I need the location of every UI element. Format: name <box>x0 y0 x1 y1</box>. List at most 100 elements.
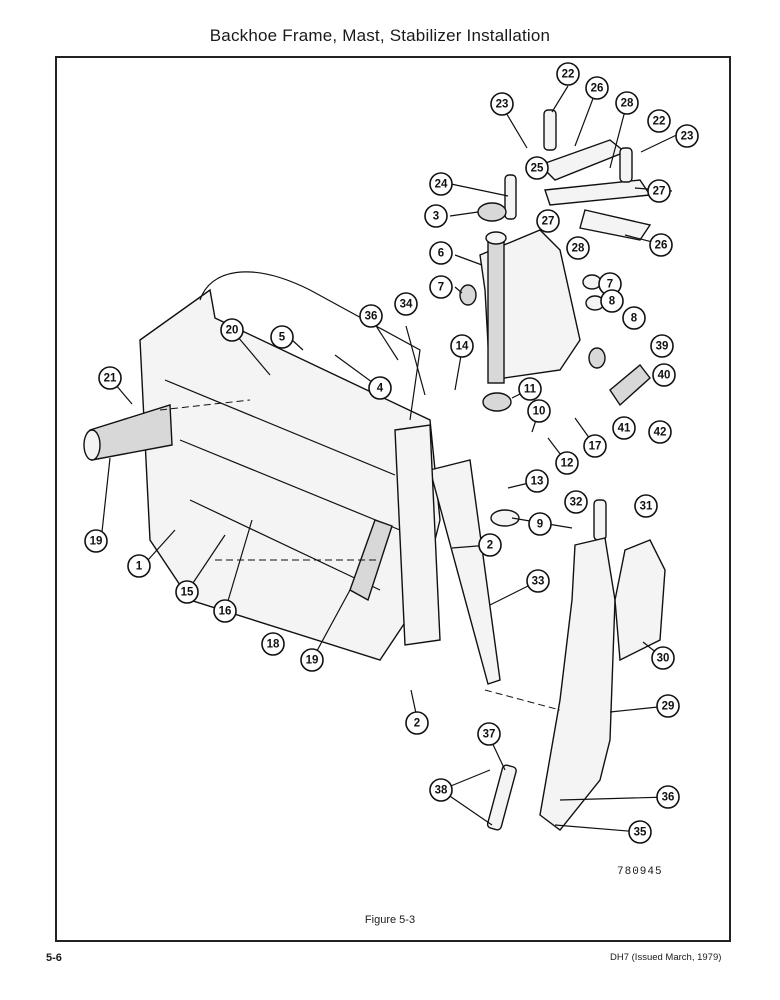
mast-post <box>487 237 505 384</box>
callout-label: 1 <box>136 561 143 573</box>
callout-6: 6 <box>429 241 453 265</box>
callout-label: 16 <box>219 606 232 618</box>
document-id: DH7 (Issued March, 1979) <box>610 952 722 963</box>
callout-label: 23 <box>496 99 509 111</box>
callout-label: 28 <box>572 243 585 255</box>
callout-label: 10 <box>533 406 546 418</box>
callout-20: 20 <box>220 318 244 342</box>
callout-label: 18 <box>267 639 280 651</box>
callout-16: 16 <box>213 599 237 623</box>
callout-label: 41 <box>618 423 631 435</box>
callout-28: 28 <box>615 91 639 115</box>
callout-38: 38 <box>429 778 453 802</box>
callout-label: 7 <box>607 279 613 291</box>
callout-label: 2 <box>414 718 420 730</box>
callout-label: 27 <box>653 186 666 198</box>
callout-40: 40 <box>652 363 676 387</box>
callout-3: 3 <box>424 204 448 228</box>
callout-label: 32 <box>570 497 583 509</box>
frame-rail-top <box>164 379 401 591</box>
callout-21: 21 <box>98 366 122 390</box>
callout-36: 36 <box>359 304 383 328</box>
callout-label: 26 <box>655 240 668 252</box>
callout-label: 12 <box>561 458 574 470</box>
callout-23: 23 <box>490 92 514 116</box>
mast-pin-top <box>485 231 507 245</box>
bushing-8-top <box>459 284 477 306</box>
callout-label: 11 <box>524 384 537 396</box>
callout-label: 20 <box>226 325 239 337</box>
callout-37: 37 <box>477 722 501 746</box>
callout-label: 19 <box>306 655 319 667</box>
callout-label: 36 <box>662 792 675 804</box>
callout-22: 22 <box>556 62 580 86</box>
callout-27: 27 <box>536 209 560 233</box>
callout-label: 8 <box>631 313 638 325</box>
callout-19: 19 <box>84 529 108 553</box>
bushing-3 <box>477 202 507 222</box>
callout-label: 34 <box>400 299 413 311</box>
callout-34: 34 <box>394 292 418 316</box>
callout-13: 13 <box>525 469 549 493</box>
callout-39: 39 <box>650 334 674 358</box>
bearing-11 <box>482 392 512 412</box>
callout-23: 23 <box>675 124 699 148</box>
link-plate-lower <box>579 209 652 241</box>
callout-label: 22 <box>562 69 575 81</box>
callout-7: 7 <box>429 275 453 299</box>
callout-31: 31 <box>634 494 658 518</box>
callout-36: 36 <box>656 785 680 809</box>
callout-label: 23 <box>681 131 694 143</box>
callout-41: 41 <box>612 416 636 440</box>
callout-label: 2 <box>487 540 493 552</box>
parts-drawing <box>83 109 666 831</box>
callout-17: 17 <box>583 434 607 458</box>
figure-frame <box>55 56 731 942</box>
callout-label: 8 <box>609 296 616 308</box>
callout-1: 1 <box>127 554 151 578</box>
pin-22-right <box>619 147 633 183</box>
stabilizer-cylinder <box>429 459 501 685</box>
pin-31 <box>593 499 607 541</box>
callout-label: 17 <box>589 441 602 453</box>
callout-label: 33 <box>532 576 545 588</box>
pin-38 <box>486 764 517 831</box>
callout-5: 5 <box>270 325 294 349</box>
callout-14: 14 <box>450 334 474 358</box>
callout-12: 12 <box>555 451 579 475</box>
callout-label: 7 <box>438 282 444 294</box>
callout-18: 18 <box>261 632 285 656</box>
pin-22-left <box>543 109 557 151</box>
callout-42: 42 <box>648 420 672 444</box>
bushing-8-right <box>588 347 606 369</box>
page-title: Backhoe Frame, Mast, Stabilizer Installa… <box>209 26 551 45</box>
pin-24 <box>504 174 517 220</box>
drawing-number: 780945 <box>617 866 663 878</box>
callout-label: 26 <box>591 83 604 95</box>
callout-10: 10 <box>527 399 551 423</box>
callout-11: 11 <box>518 377 542 401</box>
link-plate-middle <box>544 179 652 206</box>
callout-label: 15 <box>181 587 194 599</box>
callout-35: 35 <box>628 820 652 844</box>
callout-label: 31 <box>640 501 653 513</box>
pivot-tube-left-end <box>83 429 101 461</box>
callout-label: 28 <box>621 98 634 110</box>
callout-30: 30 <box>651 646 675 670</box>
callout-label: 5 <box>279 332 286 344</box>
callout-label: 3 <box>433 211 439 223</box>
page-number: 5-6 <box>46 952 62 964</box>
callout-label: 4 <box>377 383 384 395</box>
frame-handrail <box>199 271 421 421</box>
callout-8: 8 <box>600 289 624 313</box>
swing-mast <box>479 229 581 381</box>
callout-label: 19 <box>90 536 103 548</box>
callout-15: 15 <box>175 580 199 604</box>
figure-caption: Figure 5-3 <box>364 914 416 926</box>
stabilizer-shield <box>614 539 666 662</box>
callout-8: 8 <box>622 306 646 330</box>
callout-label: 14 <box>456 341 469 353</box>
callout-29: 29 <box>656 694 680 718</box>
callout-28: 28 <box>566 236 590 260</box>
callout-label: 24 <box>435 179 448 191</box>
